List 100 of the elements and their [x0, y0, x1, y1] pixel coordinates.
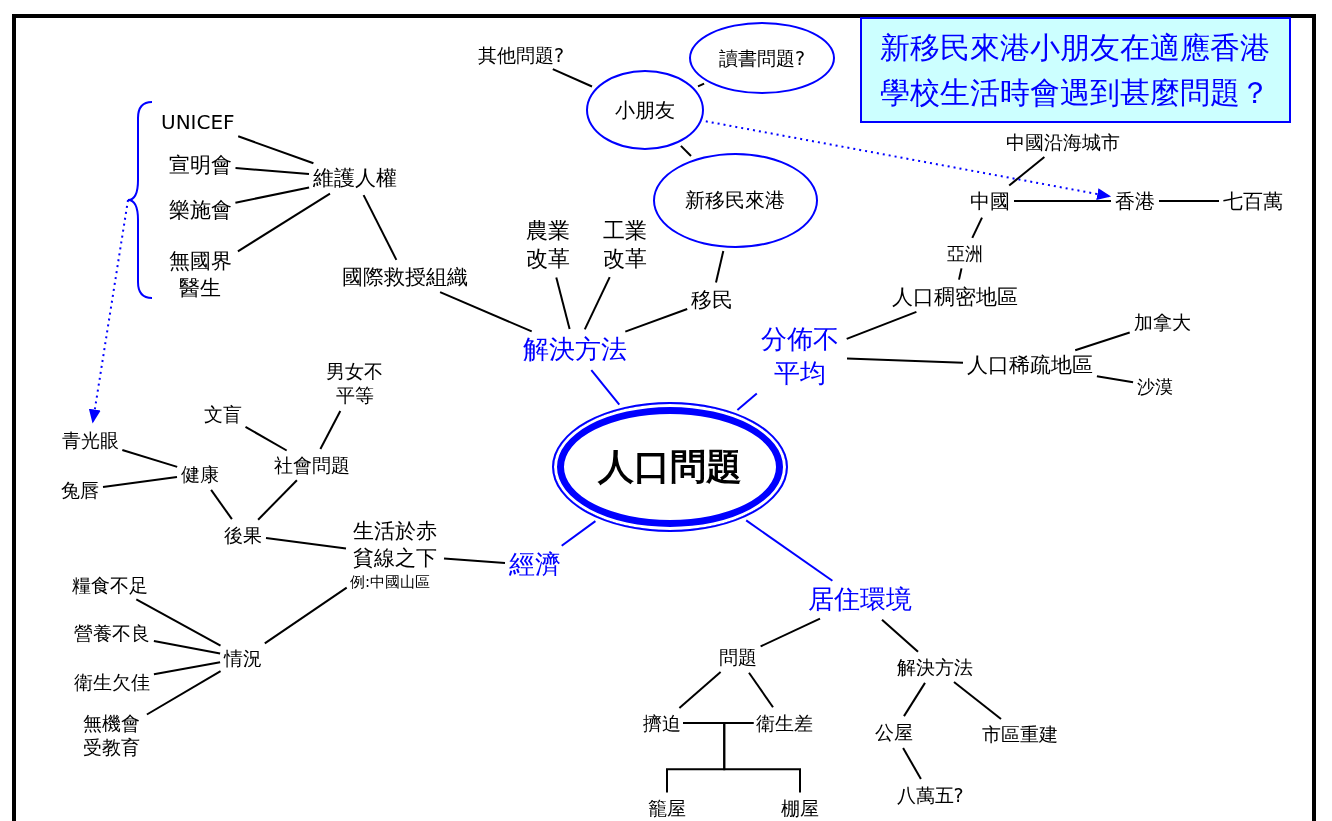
connector-line	[881, 618, 919, 653]
example-note: 例:中國山區	[350, 572, 432, 593]
topic-label: 市區重建	[982, 721, 1058, 747]
topic-label: 沙漠	[1137, 374, 1173, 398]
topic-label: 青光眼	[61, 427, 119, 453]
topic-label: 維護人權	[313, 164, 397, 192]
topic-label: 七百萬	[1223, 188, 1283, 214]
topic-ellipse	[586, 70, 704, 150]
connector-line	[443, 557, 506, 564]
topic-label: 籠屋	[648, 795, 686, 821]
connector-line	[102, 476, 178, 488]
connector-line	[319, 410, 342, 450]
connector-line	[846, 357, 964, 364]
topic-label: 宣明會	[168, 151, 232, 179]
connector-line	[362, 194, 398, 261]
connector-line	[1013, 200, 1112, 202]
topic-label: 公屋	[875, 719, 913, 745]
topic-label: 衛生差	[755, 710, 813, 736]
topic-label: 棚屋	[781, 795, 819, 821]
topic-label: 解決方法	[897, 654, 973, 680]
topic-label: 移民	[691, 286, 733, 314]
topic-label: 人口稀疏地區	[967, 351, 1093, 379]
connector-line	[624, 308, 689, 333]
connector-line	[723, 722, 801, 794]
topic-label: 居住環境	[808, 583, 912, 617]
connector-line	[551, 68, 593, 88]
connector-line	[583, 276, 611, 331]
connector-line	[958, 267, 963, 281]
topic-label: 農業改革	[522, 216, 574, 274]
topic-label: 經濟	[509, 548, 561, 582]
topic-label: 文盲	[204, 401, 242, 427]
connector-line	[748, 671, 774, 709]
topic-label: 兔唇	[61, 477, 99, 503]
connector-line	[697, 82, 706, 88]
topic-label: 無國界醫生	[165, 247, 235, 303]
topic-label: 中國	[970, 188, 1010, 214]
topic-label: 健康	[181, 461, 219, 487]
connector-line	[903, 681, 926, 718]
connector-line	[237, 135, 315, 165]
arrow	[88, 199, 129, 425]
connector-line	[678, 671, 722, 709]
connector-line	[1158, 200, 1220, 202]
connector-line	[953, 681, 1002, 720]
topic-label: 男女不平等	[323, 358, 387, 408]
connector-line	[234, 186, 311, 204]
connector-line	[560, 520, 597, 547]
connector-line	[666, 722, 726, 794]
connector-line	[236, 192, 331, 253]
question-box	[859, 17, 1291, 123]
topic-label: 工業改革	[599, 216, 651, 274]
topic-label: 香港	[1115, 188, 1155, 214]
connector-line	[234, 167, 310, 176]
connector-line	[263, 586, 348, 645]
connector-line	[715, 250, 725, 284]
arrow	[704, 120, 1113, 200]
topic-label: 小朋友	[615, 97, 675, 123]
topic-label: 衛生欠佳	[74, 669, 150, 695]
topic-label: 糧食不足	[72, 572, 148, 598]
topic-label: 分佈不平均	[757, 323, 843, 391]
topic-label: 人口稠密地區	[892, 283, 1018, 311]
topic-label: 後果	[224, 522, 262, 548]
topic-label: 其他問題?	[478, 42, 565, 68]
topic-label: 生活於赤貧線之下	[352, 518, 439, 573]
connector-line	[1074, 331, 1131, 352]
connector-line	[759, 617, 821, 648]
connector-line	[210, 488, 233, 521]
connector-line	[745, 519, 834, 582]
question-text: 新移民來港小朋友在適應香港學校生活時會遇到甚麼問題？	[879, 29, 1271, 112]
connector-line	[244, 425, 288, 452]
connector-line	[439, 291, 533, 333]
topic-label: 新移民來港	[685, 187, 785, 213]
topic-label: 情況	[224, 645, 262, 671]
topic-label: 加拿大	[1133, 309, 1191, 335]
topic-label: UNICEF	[161, 109, 235, 135]
connector-line	[971, 216, 983, 239]
topic-label: 解決方法	[523, 333, 627, 367]
connector-line	[152, 661, 222, 676]
connector-line	[902, 747, 922, 780]
connector-line	[135, 598, 222, 647]
topic-label: 中國沿海城市	[1006, 129, 1120, 155]
topic-label: 社會問題	[274, 452, 350, 478]
connector-line	[1095, 375, 1135, 384]
connector-line	[555, 276, 571, 331]
connector-line	[257, 479, 298, 521]
connector-line	[152, 640, 222, 655]
topic-label: 營養不良	[74, 620, 150, 646]
topic-label: 擠迫	[643, 710, 681, 736]
connector-line	[845, 310, 918, 340]
topic-label: 問題	[719, 644, 757, 670]
topic-label: 亞洲	[947, 241, 983, 265]
connector-line	[679, 144, 692, 157]
topic-label: 讀書問題?	[718, 45, 806, 71]
topic-label: 人口問題	[598, 444, 742, 489]
connector-line	[736, 392, 758, 411]
connector-line	[145, 670, 222, 716]
connector-line	[1008, 156, 1046, 187]
connector-line	[121, 449, 179, 468]
connector-line	[265, 537, 347, 550]
topic-label: 八萬五?	[896, 782, 964, 808]
topic-label: 無機會受教育	[80, 710, 144, 760]
